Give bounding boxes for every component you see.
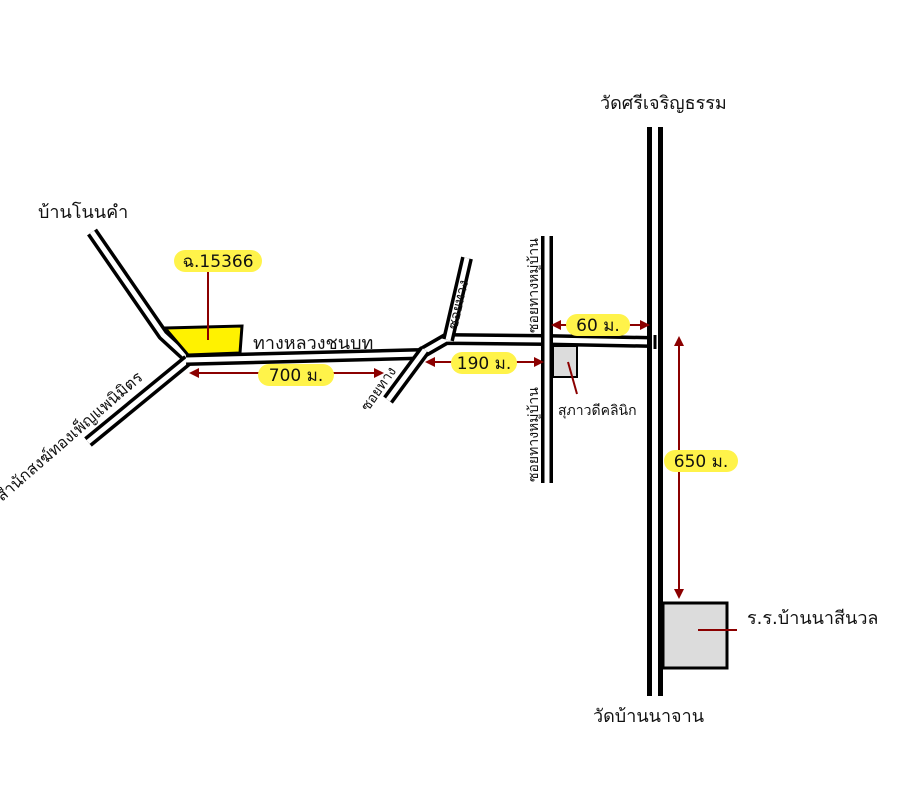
parcel-label: ฉ.15366 [182,252,253,272]
label-wat-ban-na-chan: วัดบ้านนาจาน [593,706,704,727]
label-school: ร.ร.บ้านนาสีนวล [747,608,878,629]
label-samnak-song: สำนักสงฆ์ทองเพ็ญแพนิมิตร [0,366,147,505]
school-building [661,601,729,670]
road-soi-upper [442,256,473,342]
label-wat-si-charoen: วัดศรีเจริญธรรม [600,93,727,114]
road-network [84,127,663,696]
label-village-lane-lower: ซอยทางหมู่บ้าน [526,387,542,482]
road-soi-lower [383,346,430,404]
label-clinic: สุภาวดีคลินิก [558,403,637,419]
distance-60: 60 ม. [576,316,620,336]
label-soi-upper: ซอยทาง [445,279,472,331]
distance-700: 700 ม. [269,366,323,386]
road-ban-non-kham [87,228,193,363]
label-rural-highway: ทางหลวงชนบท [253,333,373,354]
land-parcel [161,324,244,357]
clinic-building [552,345,578,378]
road-samnak-song [84,355,192,447]
label-village-lane-upper: ซอยทางหมู่บ้าน [526,238,542,333]
distance-190: 190 ม. [457,354,511,374]
label-ban-non-kham: บ้านโนนคำ [38,201,128,223]
distance-650: 650 ม. [674,452,728,472]
